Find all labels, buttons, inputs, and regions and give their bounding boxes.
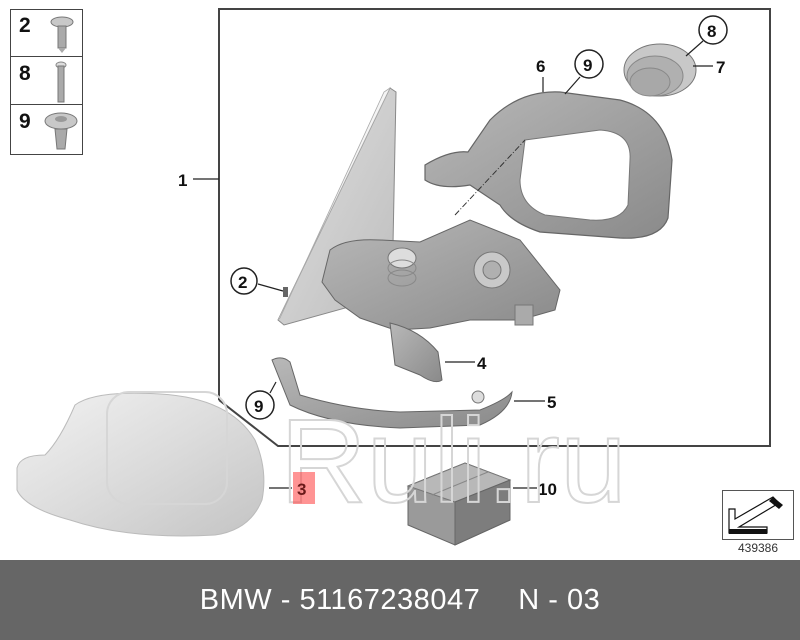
callout-5[interactable]: 5	[514, 393, 556, 412]
footer-position-prefix: N	[518, 583, 540, 616]
legend-item-9[interactable]: 9	[11, 106, 82, 153]
legend-label: 9	[19, 110, 31, 133]
footer-separator: -	[280, 583, 291, 616]
svg-text:4: 4	[477, 354, 487, 373]
highlight-part-3	[293, 472, 315, 504]
legend-item-2[interactable]: 2	[11, 10, 82, 57]
reference-number: 439386	[737, 541, 779, 555]
flange-screw-icon	[44, 112, 78, 150]
svg-text:10: 10	[538, 480, 557, 499]
svg-text:2: 2	[238, 273, 247, 292]
fastener-legend: 2 8 9	[10, 9, 83, 155]
svg-text:5: 5	[547, 393, 556, 412]
mirror-motor-bracket[interactable]	[321, 219, 561, 331]
adjustment-motor[interactable]	[623, 43, 697, 97]
callout-4[interactable]: 4	[445, 354, 487, 373]
callout-9-top[interactable]: 9	[564, 49, 604, 95]
screw-icon	[50, 16, 74, 53]
svg-text:8: 8	[707, 22, 716, 41]
assembly-frame	[218, 8, 771, 447]
callout-9-lower[interactable]: 9	[245, 381, 277, 420]
housing-carrier[interactable]	[424, 91, 673, 239]
diagram-canvas: 1 2	[10, 8, 794, 555]
direction-arrow-icon	[728, 496, 783, 534]
callout-8[interactable]: 8	[685, 15, 728, 57]
trim-panel[interactable]	[389, 322, 443, 383]
direction-reference	[722, 490, 794, 540]
footer-separator-2: -	[548, 583, 559, 616]
svg-text:1: 1	[178, 171, 187, 190]
mirror-cover-cap[interactable]	[16, 392, 265, 537]
legend-label: 2	[19, 14, 31, 37]
svg-text:7: 7	[716, 58, 725, 77]
callout-3-label[interactable]: 3	[293, 472, 315, 504]
svg-text:6: 6	[536, 57, 545, 76]
footer-bar: BMW - 51167238047 N - 03	[0, 560, 800, 640]
callout-1[interactable]: 1	[178, 171, 219, 190]
parts-diagram: 1 2	[16, 8, 771, 546]
callout-10[interactable]: 10	[513, 480, 557, 499]
svg-text:9: 9	[583, 56, 592, 75]
footer-brand: BMW	[199, 583, 273, 616]
svg-text:9: 9	[254, 397, 263, 416]
callout-7[interactable]: 7	[693, 58, 725, 77]
callout-2[interactable]: 2	[230, 267, 288, 297]
callout-6[interactable]: 6	[536, 57, 545, 92]
legend-item-8[interactable]: 8	[11, 58, 82, 105]
svg-text:3: 3	[297, 480, 306, 499]
pin-icon	[55, 61, 67, 103]
footer-part-number: 51167238047	[299, 583, 481, 616]
footer-position: 03	[566, 583, 601, 616]
lower-trim-strip[interactable]	[271, 357, 513, 429]
legend-label: 8	[19, 62, 31, 85]
part-box[interactable]	[406, 462, 512, 546]
